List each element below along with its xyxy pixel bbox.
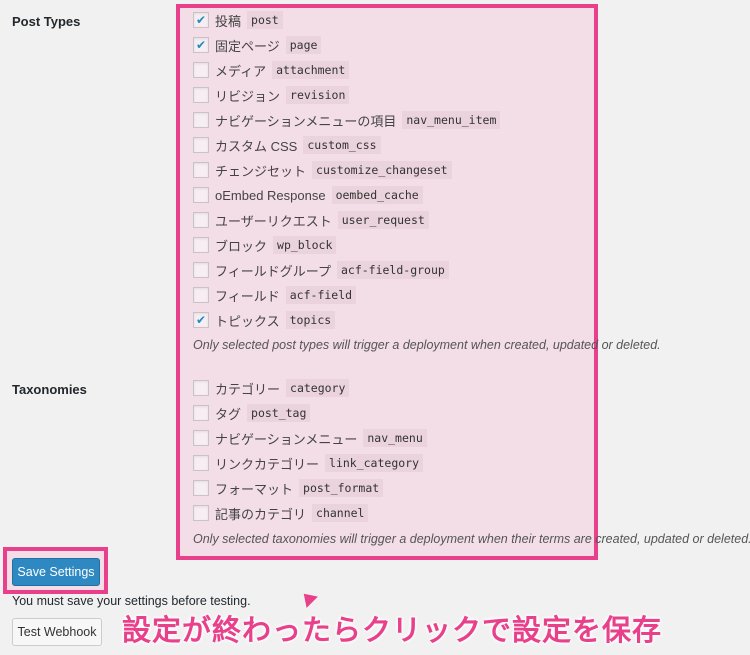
item-label: フォーマット [215,481,294,497]
item-slug: wp_block [273,236,337,254]
item-slug: acf-field [285,286,357,304]
item-slug: user_request [337,211,429,229]
item-slug: post_format [299,479,384,497]
item-label: ナビゲーションメニューの項目 [215,113,397,129]
item-slug: customize_changeset [312,161,452,179]
checkbox[interactable] [193,62,209,78]
checkbox[interactable] [193,380,209,396]
item-label: メディア [215,63,267,79]
checkbox[interactable] [193,212,209,228]
test-webhook-button[interactable]: Test Webhook [12,618,102,646]
item-slug: post [247,11,283,29]
item-slug: oembed_cache [331,186,423,204]
checkbox-item-channel[interactable]: 記事のカテゴリ channel [193,503,369,523]
taxonomies-label: Taxonomies [12,382,87,397]
checkbox[interactable] [193,112,209,128]
checkbox[interactable] [193,137,209,153]
checkbox[interactable] [193,455,209,471]
item-label: フィールドグループ [215,263,331,279]
item-slug: post_tag [247,404,311,422]
checkbox[interactable] [193,187,209,203]
checkbox[interactable] [193,287,209,303]
item-slug: acf-field-group [336,261,449,279]
item-slug: link_category [325,454,424,472]
save-settings-button[interactable]: Save Settings [12,558,100,586]
checkbox[interactable]: ✔ [193,12,209,28]
checkbox[interactable] [193,505,209,521]
item-slug: channel [312,504,369,522]
checkbox-item-link_category[interactable]: リンクカテゴリー link_category [193,453,424,473]
save-note: You must save your settings before testi… [12,594,251,608]
item-label: ユーザーリクエスト [215,213,332,229]
item-label: 固定ページ [215,38,280,54]
checkbox-item-topics[interactable]: ✔ トピックス topics [193,310,336,330]
item-label: ブロック [215,238,268,254]
item-label: カテゴリー [215,381,281,397]
checkbox-item-nav_menu[interactable]: ナビゲーションメニュー nav_menu [193,428,427,448]
item-slug: revision [286,86,350,104]
checkbox[interactable] [193,405,209,421]
item-label: リビジョン [215,88,281,104]
checkbox-item-oembed_cache[interactable]: oEmbed Response oembed_cache [193,185,423,205]
checkbox[interactable] [193,430,209,446]
post-types-description: Only selected post types will trigger a … [193,338,661,352]
item-label: ナビゲーションメニュー [215,431,358,447]
item-label: 記事のカテゴリ [215,506,307,522]
checkbox-item-customize_changeset[interactable]: チェンジセット customize_changeset [193,160,452,180]
item-label: チェンジセット [215,163,307,179]
checkbox-item-attachment[interactable]: メディア attachment [193,60,350,80]
checkbox[interactable]: ✔ [193,312,209,328]
checkbox-item-post[interactable]: ✔ 投稿 post [193,10,283,30]
checkbox[interactable]: ✔ [193,37,209,53]
item-label: トピックス [215,313,280,329]
checkbox[interactable] [193,262,209,278]
item-label: フィールド [215,288,280,304]
checkbox-item-post_format[interactable]: フォーマット post_format [193,478,384,498]
checkbox-item-post_tag[interactable]: タグ post_tag [193,403,311,423]
item-slug: topics [285,311,336,329]
checkbox-item-acf-field[interactable]: フィールド acf-field [193,285,357,305]
checkbox[interactable] [193,480,209,496]
taxonomies-description: Only selected taxonomies will trigger a … [193,532,750,546]
annotation-arrow [298,588,318,608]
item-label: カスタム CSS [215,138,298,154]
post-types-label: Post Types [12,14,81,29]
item-slug: page [285,36,322,54]
checkbox[interactable] [193,162,209,178]
checkbox-item-user_request[interactable]: ユーザーリクエスト user_request [193,210,429,230]
item-slug: nav_menu_item [402,111,501,129]
annotation-text: 設定が終わったらクリックで設定を保存 [122,615,663,647]
checkbox-item-acf-field-group[interactable]: フィールドグループ acf-field-group [193,260,449,280]
checkbox-item-page[interactable]: ✔ 固定ページ page [193,35,322,55]
checkbox-item-custom_css[interactable]: カスタム CSS custom_css [193,135,381,155]
checkbox-item-revision[interactable]: リビジョン revision [193,85,350,105]
item-label: oEmbed Response [215,187,326,203]
item-slug: nav_menu [363,429,427,447]
item-label: タグ [215,406,242,422]
item-label: 投稿 [215,13,242,29]
item-slug: attachment [272,61,350,79]
checkbox-item-category[interactable]: カテゴリー category [193,378,350,398]
checkbox[interactable] [193,87,209,103]
checkbox-item-nav_menu_item[interactable]: ナビゲーションメニューの項目 nav_menu_item [193,110,501,130]
item-label: リンクカテゴリー [215,456,320,472]
checkbox-item-wp_block[interactable]: ブロック wp_block [193,235,337,255]
checkbox[interactable] [193,237,209,253]
item-slug: category [286,379,350,397]
item-slug: custom_css [303,136,381,154]
